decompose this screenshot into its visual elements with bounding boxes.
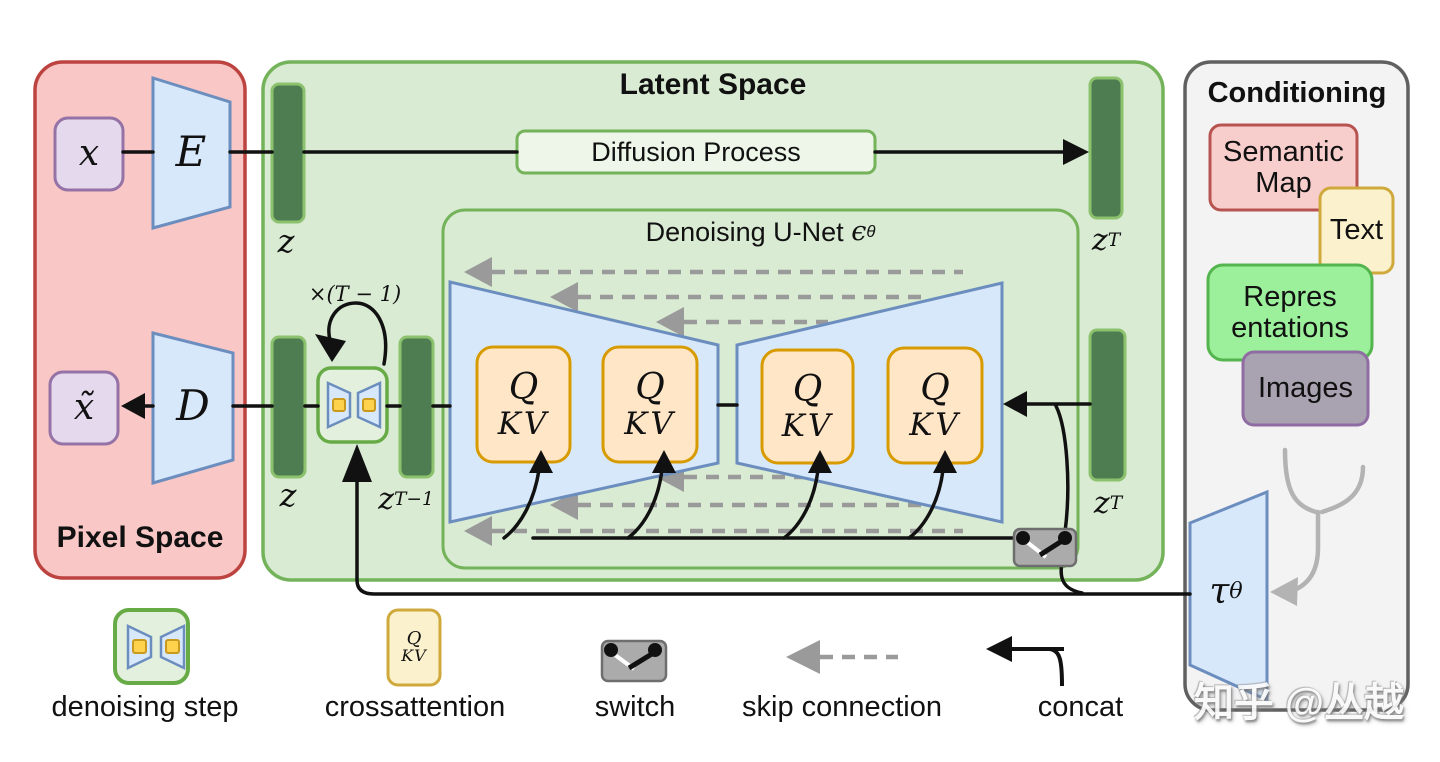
switch-concat-curve	[1054, 404, 1070, 534]
arrowhead-into-denoise-step	[342, 444, 372, 482]
qkv-block-4	[886, 346, 984, 465]
zTm1-bar	[398, 335, 435, 479]
conditioning-branch-arrowhead	[1270, 577, 1298, 606]
legend-crossattention-icon	[386, 608, 442, 687]
qkv-block-1	[475, 345, 572, 464]
legend-concat-label: concat	[1037, 690, 1124, 723]
images-box	[1241, 350, 1370, 427]
rail-to-qkv2	[626, 468, 664, 540]
legend-concat-icon	[986, 636, 1064, 687]
qkv-attention-blocks	[475, 345, 984, 465]
decoder-label: D	[176, 380, 210, 430]
decoder-trapezoid	[151, 331, 235, 485]
qkv-block-2	[601, 345, 699, 464]
watermark: 知乎 @丛越	[1193, 681, 1405, 725]
legend-skip-connection-icon	[786, 640, 898, 674]
switch-icon	[1012, 527, 1078, 568]
z-label-top: z	[277, 222, 295, 261]
pixel-space-title: Pixel Space	[56, 521, 224, 555]
legend-skip-connection-label: skip connection	[742, 690, 942, 723]
legend-switch-icon	[600, 639, 668, 683]
encoder-trapezoid	[151, 75, 232, 230]
zT-bar-top	[1088, 76, 1124, 220]
zT-bar-right	[1088, 328, 1127, 482]
tau-to-denoise-line	[355, 480, 1192, 596]
latent-space-title: Latent Space	[619, 68, 807, 102]
legend-crossattention-label: crossattention	[324, 690, 506, 723]
x-input-box	[53, 116, 125, 192]
legend-denoising-step-icon	[113, 608, 190, 685]
x-input-label: x	[78, 132, 100, 174]
arrowhead-loop	[315, 334, 346, 362]
skip-connection-arrowheads	[464, 257, 684, 546]
arrowhead-into-unet-decoder	[1003, 391, 1027, 417]
legend-denoising-step-label: denoising step	[51, 690, 239, 723]
z-bar-top	[270, 82, 306, 224]
diffusion-process-label: Diffusion Process	[591, 136, 801, 167]
legend-switch-label: switch	[594, 690, 676, 723]
x-output-box	[48, 370, 120, 446]
flow-arrowheads	[121, 139, 1089, 482]
arrowhead-into-zT	[1063, 139, 1089, 165]
z-bar-bottom	[270, 335, 307, 479]
loop-arc	[327, 301, 388, 366]
conditioning-title: Conditioning	[1207, 76, 1387, 109]
flow-lines	[121, 150, 1192, 596]
text-label: Text	[1329, 214, 1384, 247]
rail-to-qkv3	[782, 468, 820, 540]
images-label: Images	[1257, 372, 1354, 405]
rail-to-qkv4	[907, 468, 945, 540]
semantic-map-box	[1208, 123, 1359, 212]
qkv-block-3	[760, 348, 855, 465]
loop-count-label: ×(T − 1)	[308, 281, 402, 306]
tau-encoder-trapezoid	[1188, 489, 1269, 703]
denoising-step-icon	[316, 366, 389, 444]
rail-to-qkv1	[502, 468, 541, 540]
arrowhead-into-x-output	[121, 393, 145, 419]
x-output-label: x̃	[73, 386, 95, 428]
z-label-bottom: z	[279, 476, 297, 515]
latent-bars	[270, 76, 1127, 482]
encoder-label: E	[175, 126, 207, 176]
